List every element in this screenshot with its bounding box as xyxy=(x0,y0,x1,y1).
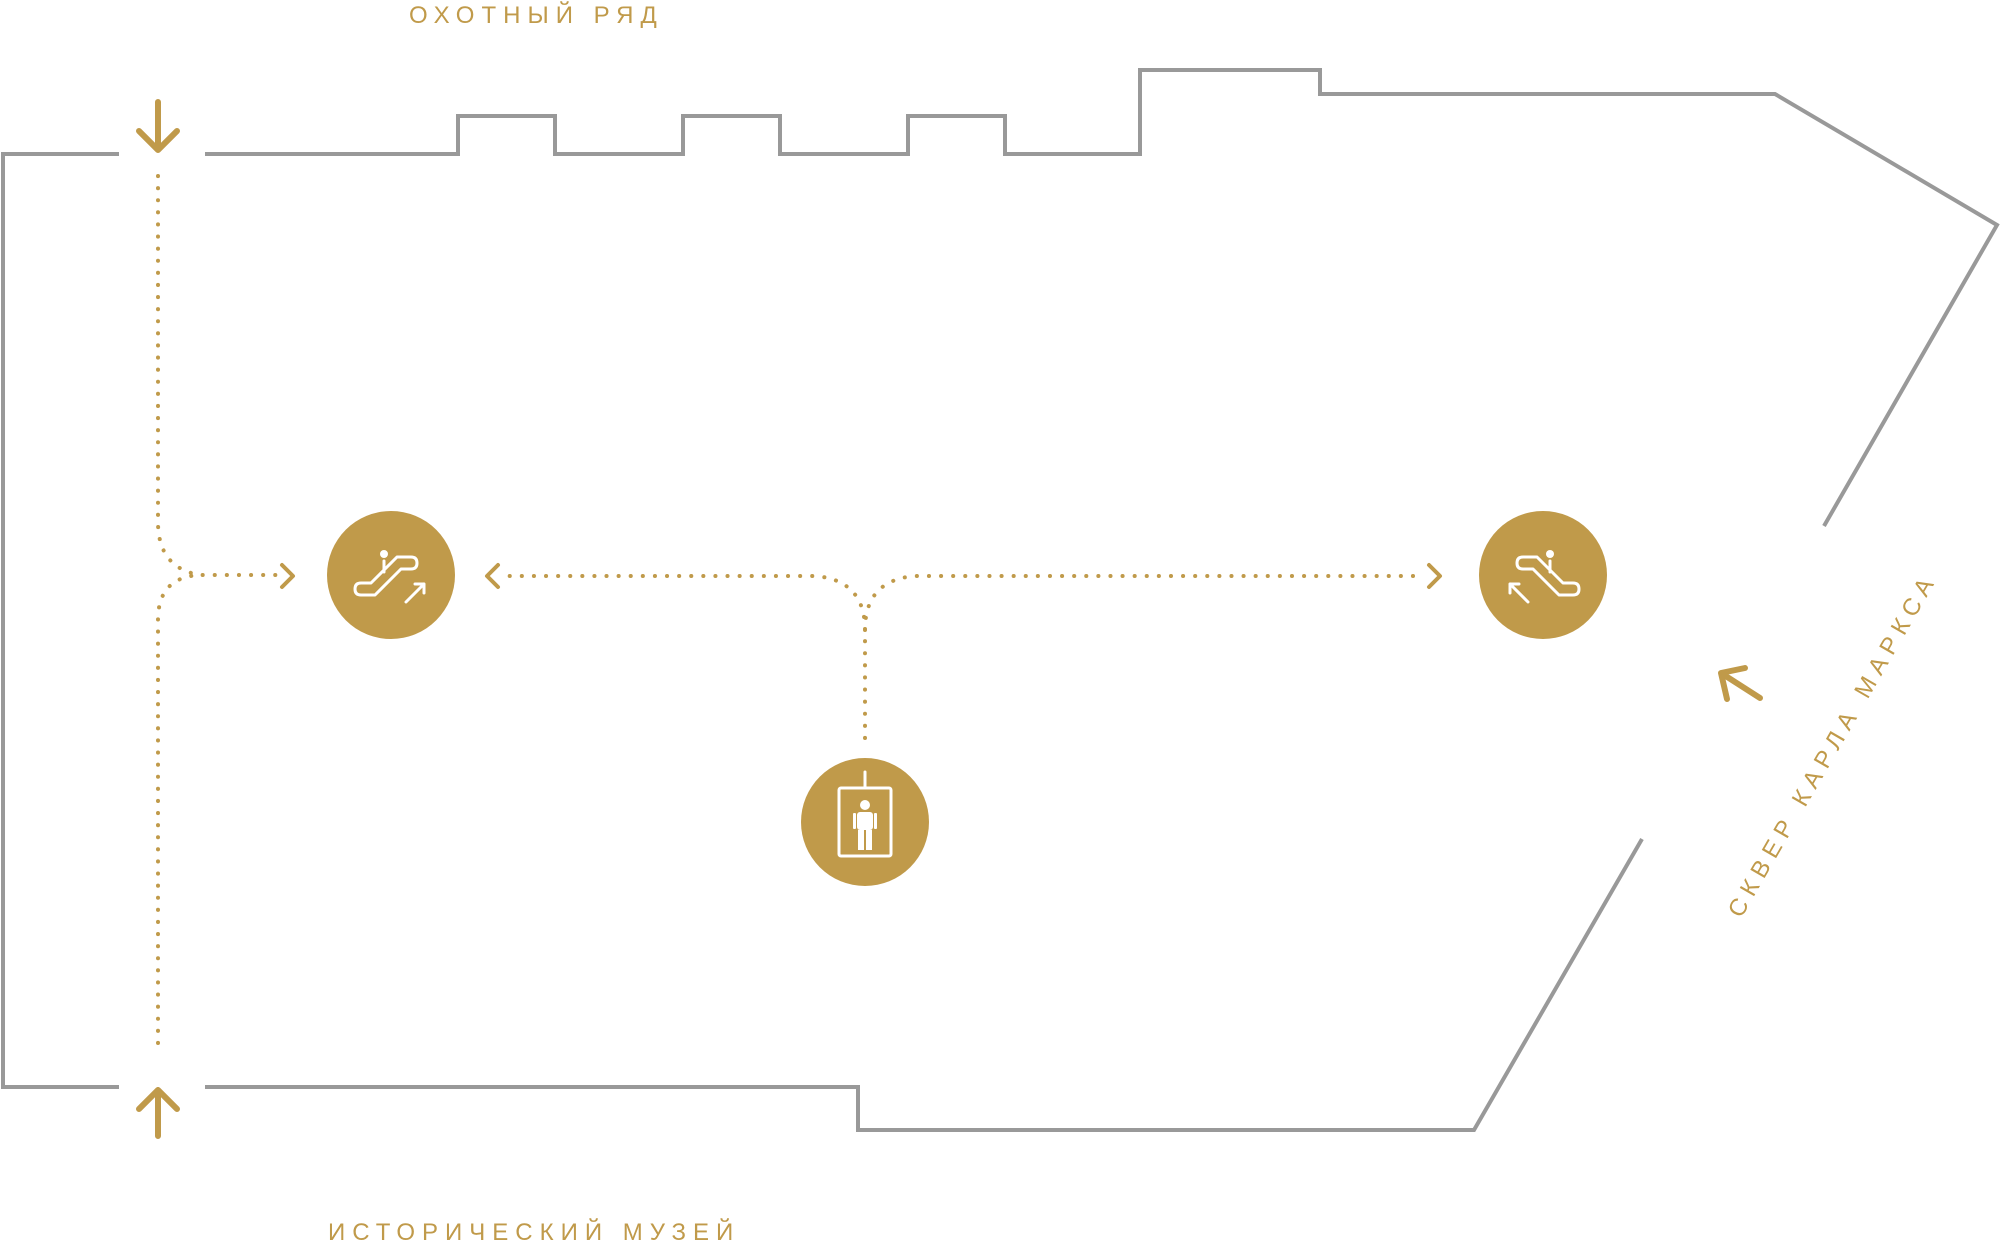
street-label-bottom: ИСТОРИЧЕСКИЙ МУЗЕЙ xyxy=(328,1218,740,1242)
wall-top xyxy=(205,68,2000,527)
entrance-arrow-right xyxy=(1718,665,1763,702)
walking-routes xyxy=(156,174,1442,1045)
street-label-top: ОХОТНЫЙ РЯД xyxy=(409,1,664,29)
arrow-down-icon xyxy=(136,99,180,153)
entrance-arrow-top xyxy=(136,99,180,153)
elevator-icon xyxy=(837,770,893,858)
escalator-left-disc xyxy=(327,511,455,639)
escalator-left[interactable] xyxy=(327,511,455,639)
escalator-up-icon xyxy=(1508,550,1581,604)
building-outline xyxy=(1,68,2000,1132)
arrow-up-left-icon xyxy=(1718,665,1763,702)
route-bottom-entrance xyxy=(156,573,202,1045)
chevron-left-icon xyxy=(485,563,500,589)
entrance-arrow-bottom xyxy=(136,1087,180,1139)
square-label-right: СКВЕР КАРЛА МАРКСА xyxy=(1723,568,1943,922)
escalator-right[interactable] xyxy=(1479,511,1607,639)
route-to-left-escalator xyxy=(503,574,867,740)
wall-bottom xyxy=(205,838,1644,1132)
elevator[interactable] xyxy=(801,758,929,886)
route-top-entrance xyxy=(156,174,282,577)
arrow-up-icon xyxy=(136,1087,180,1139)
escalator-up-icon xyxy=(353,550,426,604)
route-to-right-escalator xyxy=(863,574,1427,632)
wall-top-left xyxy=(1,152,119,1089)
chevron-right-icon xyxy=(280,563,295,589)
chevron-right-icon xyxy=(1427,563,1442,589)
escalator-right-disc xyxy=(1479,511,1607,639)
